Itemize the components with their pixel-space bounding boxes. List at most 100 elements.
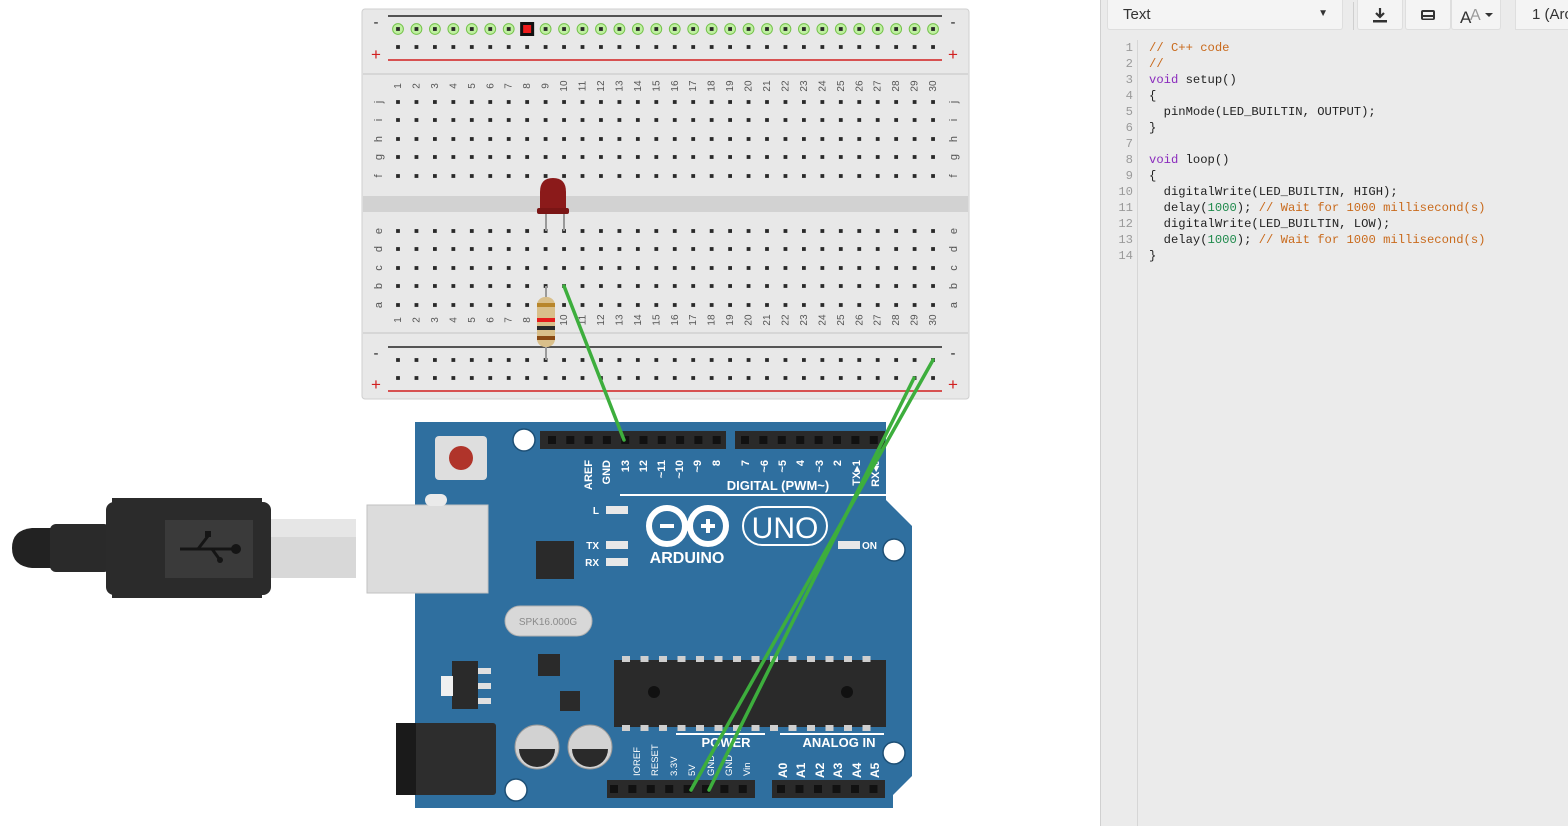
terminal-hole[interactable] <box>912 100 917 104</box>
rail-hole[interactable] <box>580 27 585 31</box>
terminal-hole[interactable] <box>857 229 862 233</box>
terminal-hole[interactable] <box>691 303 696 307</box>
rail-hole[interactable] <box>894 27 899 31</box>
terminal-hole[interactable] <box>765 266 769 270</box>
terminal-hole[interactable] <box>912 266 917 270</box>
rail-hole[interactable] <box>525 376 530 380</box>
terminal-hole[interactable] <box>728 247 732 251</box>
header-socket[interactable] <box>584 436 593 444</box>
jumper-wire[interactable] <box>562 284 626 442</box>
terminal-hole[interactable] <box>691 137 696 141</box>
terminal-hole[interactable] <box>672 247 677 251</box>
header-socket[interactable] <box>610 785 618 793</box>
terminal-hole[interactable] <box>599 118 603 122</box>
terminal-hole[interactable] <box>543 118 548 122</box>
terminal-hole[interactable] <box>525 174 530 178</box>
terminal-hole[interactable] <box>599 266 603 270</box>
rail-hole[interactable] <box>599 45 603 49</box>
header-socket[interactable] <box>628 785 637 793</box>
rail-hole[interactable] <box>746 45 751 49</box>
rail-hole[interactable] <box>525 45 530 49</box>
rail-hole[interactable] <box>765 27 769 31</box>
terminal-hole[interactable] <box>783 118 788 122</box>
terminal-hole[interactable] <box>433 266 437 270</box>
rail-hole[interactable] <box>802 45 806 49</box>
header-socket[interactable] <box>657 436 666 444</box>
terminal-hole[interactable] <box>635 137 640 141</box>
rail-hole[interactable] <box>857 27 862 31</box>
terminal-hole[interactable] <box>580 229 585 233</box>
terminal-hole[interactable] <box>599 155 603 159</box>
terminal-hole[interactable] <box>635 100 640 104</box>
terminal-hole[interactable] <box>617 118 622 122</box>
rail-hole[interactable] <box>931 45 935 49</box>
rail-hole[interactable] <box>580 45 585 49</box>
terminal-hole[interactable] <box>802 100 806 104</box>
terminal-hole[interactable] <box>469 174 474 178</box>
terminal-hole[interactable] <box>820 284 825 288</box>
terminal-hole[interactable] <box>820 174 825 178</box>
rail-hole[interactable] <box>488 27 493 31</box>
rail-hole[interactable] <box>728 45 732 49</box>
terminal-hole[interactable] <box>451 284 456 288</box>
terminal-hole[interactable] <box>469 155 474 159</box>
terminal-hole[interactable] <box>599 284 603 288</box>
rail-hole[interactable] <box>562 27 566 31</box>
header-socket[interactable] <box>712 436 721 444</box>
terminal-hole[interactable] <box>709 118 714 122</box>
terminal-hole[interactable] <box>746 137 751 141</box>
rail-hole[interactable] <box>396 376 400 380</box>
terminal-hole[interactable] <box>617 247 622 251</box>
terminal-hole[interactable] <box>875 303 880 307</box>
terminal-hole[interactable] <box>654 229 659 233</box>
terminal-hole[interactable] <box>838 284 843 288</box>
terminal-hole[interactable] <box>838 118 843 122</box>
terminal-hole[interactable] <box>709 174 714 178</box>
terminal-hole[interactable] <box>728 100 732 104</box>
terminal-hole[interactable] <box>469 137 474 141</box>
terminal-hole[interactable] <box>654 247 659 251</box>
power-jack[interactable] <box>396 723 496 795</box>
rail-hole[interactable] <box>765 45 769 49</box>
code-line[interactable]: delay(1000); // Wait for 1000 millisecon… <box>1149 200 1486 216</box>
terminal-hole[interactable] <box>894 284 899 288</box>
rail-hole[interactable] <box>469 45 474 49</box>
terminal-hole[interactable] <box>433 118 437 122</box>
terminal-hole[interactable] <box>746 118 751 122</box>
red-led[interactable] <box>537 178 569 231</box>
terminal-hole[interactable] <box>654 100 659 104</box>
terminal-hole[interactable] <box>894 155 899 159</box>
rail-hole[interactable] <box>894 376 899 380</box>
terminal-hole[interactable] <box>488 155 493 159</box>
terminal-hole[interactable] <box>635 284 640 288</box>
terminal-hole[interactable] <box>635 266 640 270</box>
header-socket[interactable] <box>741 436 749 444</box>
terminal-hole[interactable] <box>469 266 474 270</box>
code-mode-dropdown[interactable]: Text ▼ <box>1107 0 1343 30</box>
terminal-hole[interactable] <box>672 174 677 178</box>
terminal-hole[interactable] <box>562 174 566 178</box>
rail-hole[interactable] <box>506 358 511 362</box>
terminal-hole[interactable] <box>433 155 437 159</box>
terminal-hole[interactable] <box>820 303 825 307</box>
terminal-hole[interactable] <box>838 137 843 141</box>
terminal-hole[interactable] <box>894 118 899 122</box>
rail-hole[interactable] <box>912 27 917 31</box>
terminal-hole[interactable] <box>617 100 622 104</box>
terminal-hole[interactable] <box>709 247 714 251</box>
rail-hole[interactable] <box>469 27 474 31</box>
terminal-hole[interactable] <box>396 303 400 307</box>
terminal-hole[interactable] <box>451 266 456 270</box>
rail-hole[interactable] <box>728 27 732 31</box>
terminal-hole[interactable] <box>396 137 400 141</box>
rail-hole[interactable] <box>654 27 659 31</box>
terminal-hole[interactable] <box>525 137 530 141</box>
rail-hole[interactable] <box>894 358 899 362</box>
header-socket[interactable] <box>832 785 841 793</box>
terminal-hole[interactable] <box>654 155 659 159</box>
rail-hole[interactable] <box>875 27 880 31</box>
terminal-hole[interactable] <box>838 155 843 159</box>
terminal-hole[interactable] <box>691 266 696 270</box>
rail-hole[interactable] <box>433 376 437 380</box>
terminal-hole[interactable] <box>802 174 806 178</box>
